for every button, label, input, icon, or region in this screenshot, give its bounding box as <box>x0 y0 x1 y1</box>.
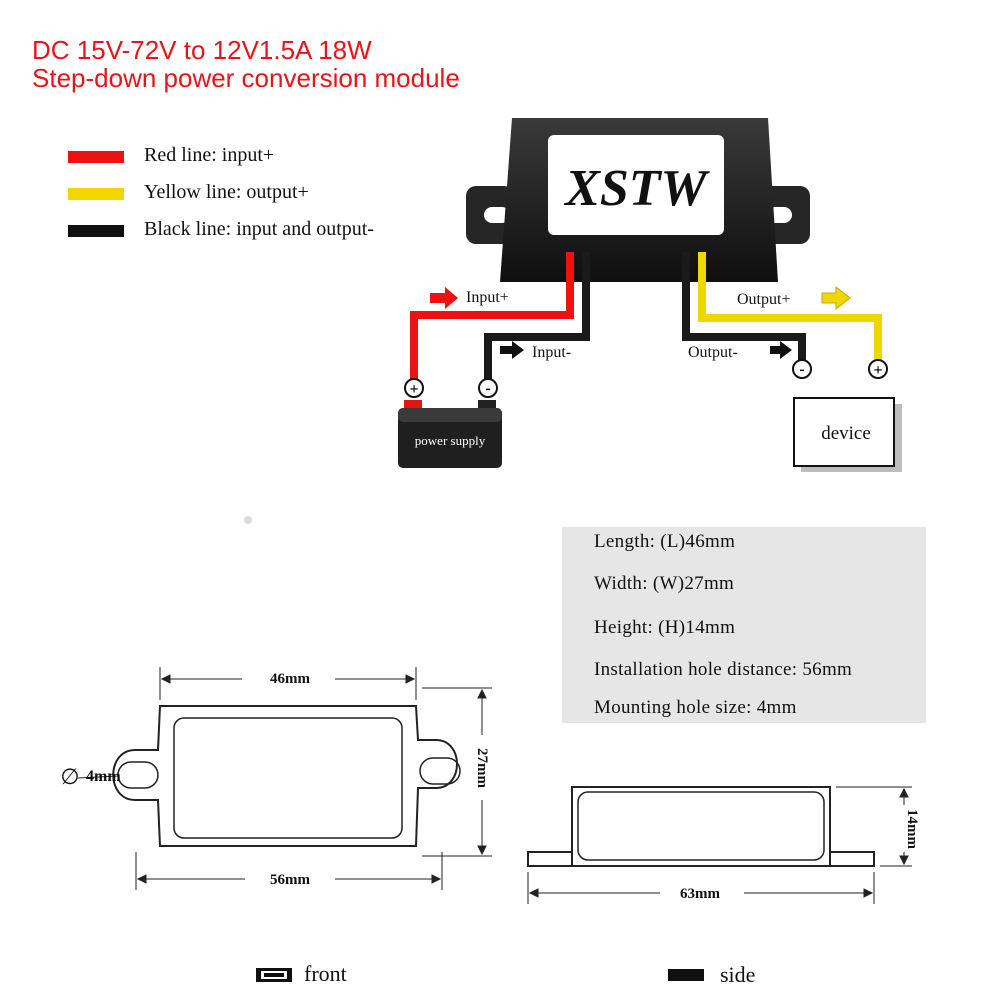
yellow-swatch <box>68 188 124 200</box>
spec-hole-distance: Installation hole distance: 56mm <box>594 659 853 680</box>
spec-hole-size: Mounting hole size: 4mm <box>594 697 797 718</box>
input-minus-arrow-icon <box>500 341 524 359</box>
output-minus-label: Output- <box>688 344 738 361</box>
black-input-wire <box>484 252 590 388</box>
black-output-wire <box>682 252 806 364</box>
output-plus-label: Output+ <box>737 291 790 308</box>
side-width-dimension: 63mm <box>680 886 720 902</box>
power-supply-battery: power supply <box>398 400 502 468</box>
legend-label-red: Red line: input+ <box>144 144 275 166</box>
device-minus-symbol: - <box>799 361 804 378</box>
input-minus-label: Input- <box>532 344 571 361</box>
diameter-icon: ∅ <box>60 764 79 789</box>
front-width-dimension: 46mm <box>270 671 310 687</box>
yellow-wire <box>698 252 882 364</box>
output-plus-arrow-icon <box>821 285 851 311</box>
input-plus-label: Input+ <box>466 289 509 306</box>
power-supply-label: power supply <box>415 433 486 448</box>
red-wire <box>410 252 574 388</box>
legend-label-yellow: Yellow line: output+ <box>144 181 309 203</box>
side-view-drawing <box>527 786 912 904</box>
device-plus-symbol: + <box>873 362 882 379</box>
spec-width: Width: (W)27mm <box>594 573 735 594</box>
hole-size-dimension: 4mm <box>86 768 121 785</box>
side-height-dimension: 14mm <box>904 809 920 849</box>
power-minus-symbol: - <box>485 380 490 397</box>
red-swatch <box>68 151 124 163</box>
side-view-label: side <box>720 962 756 987</box>
title-line-1: DC 15V-72V to 12V1.5A 18W <box>32 35 372 65</box>
legend-label-black: Black line: input and output- <box>144 218 374 240</box>
spec-height: Height: (H)14mm <box>594 617 736 638</box>
output-minus-arrow-icon <box>770 341 792 359</box>
input-plus-arrow-icon <box>430 287 458 309</box>
converter-module: XSTW <box>466 118 810 282</box>
title-line-2: Step-down power conversion module <box>32 63 460 93</box>
front-height-dimension: 27mm <box>474 748 490 788</box>
power-plus-symbol: + <box>409 381 418 398</box>
hole-distance-dimension: 56mm <box>270 872 310 888</box>
specification-panel: Length: (L)46mm Width: (W)27mm Height: (… <box>562 527 926 723</box>
spec-length: Length: (L)46mm <box>594 531 736 552</box>
black-swatch <box>68 225 124 237</box>
front-view-label: front <box>304 961 347 986</box>
side-view-icon <box>668 969 704 981</box>
front-view-icon <box>256 968 292 982</box>
module-logo: XSTW <box>563 160 710 217</box>
device-box: device <box>793 397 902 472</box>
front-view-drawing <box>77 667 492 890</box>
device-label: device <box>821 423 871 444</box>
